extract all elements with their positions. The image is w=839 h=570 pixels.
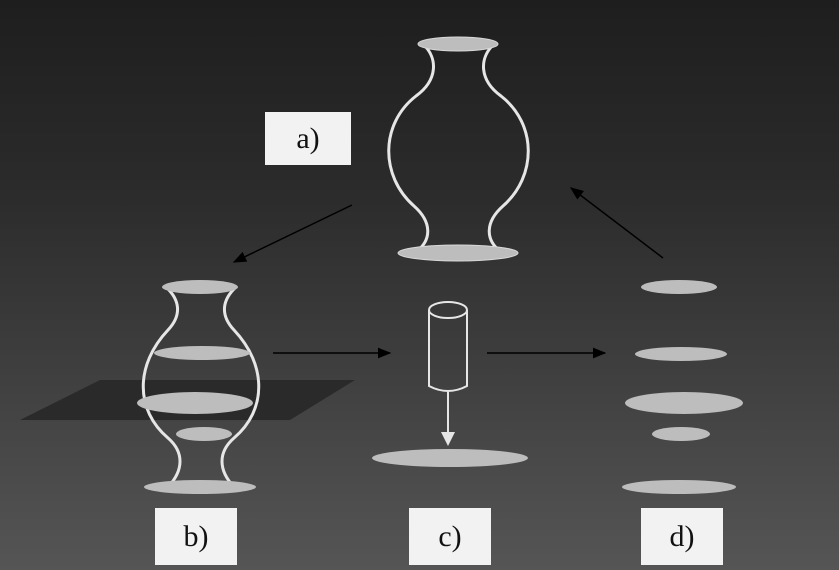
vase-b-slice-1 <box>162 280 238 294</box>
layer-d-5 <box>622 480 736 494</box>
vase-b-slice-2 <box>154 346 250 360</box>
vase-b-slice-5 <box>144 480 256 494</box>
layer-d-1 <box>641 280 717 294</box>
layer-d-3 <box>625 392 743 414</box>
vase-a-outline <box>387 42 530 254</box>
extrusion-arrow-head <box>441 432 455 446</box>
arrow-d-to-a <box>569 187 664 259</box>
sliced-vase-b <box>20 280 355 494</box>
vase-b-outline <box>141 285 261 489</box>
vase-a-top-rim <box>417 36 499 52</box>
extruded-layer <box>372 449 528 467</box>
vase-b-slice-3 <box>137 392 253 414</box>
vase-b-slice-4 <box>176 427 232 441</box>
cylinder-body <box>428 310 468 392</box>
extrusion-c <box>372 301 528 467</box>
cylinder-top <box>428 301 468 319</box>
label-b: b) <box>155 508 237 565</box>
layer-d-2 <box>635 347 727 361</box>
label-c: c) <box>409 508 491 565</box>
label-a: a) <box>265 112 351 165</box>
label-d: d) <box>641 508 723 565</box>
layer-stack-d <box>622 280 743 494</box>
layer-d-4 <box>652 427 710 441</box>
vase-a-base <box>397 244 519 262</box>
vase-model-a <box>387 36 530 262</box>
arrow-a-to-b <box>232 204 353 263</box>
